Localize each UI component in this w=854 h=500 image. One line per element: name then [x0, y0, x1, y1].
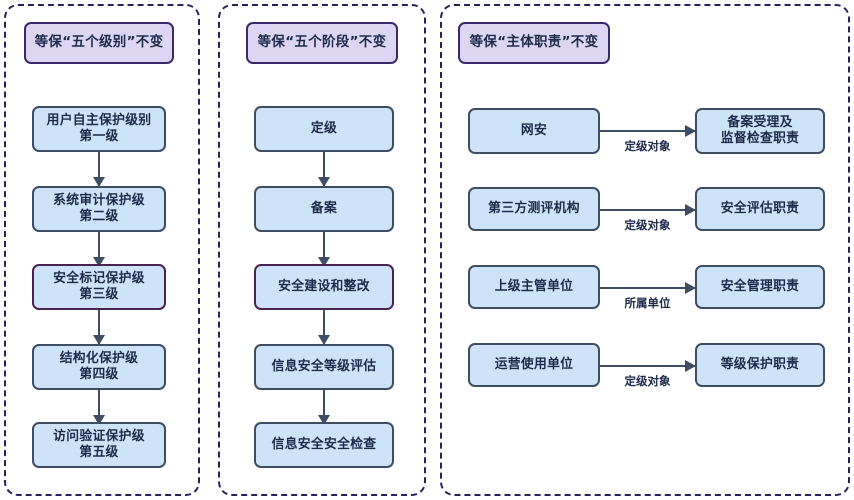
level-arrow-1-2	[98, 152, 100, 186]
level-node-3: 安全标记保护级 第三级	[32, 264, 166, 310]
level-node-2-line2: 第二级	[79, 209, 119, 224]
level-node-4-line2: 第四级	[79, 367, 119, 382]
level-node-4-line1: 结构化保护级	[59, 350, 139, 366]
stage-arrow-1-2	[323, 152, 325, 186]
duty-source-2: 第三方测评机构	[468, 187, 600, 231]
level-node-1: 用户自主保护级别 第一级	[32, 106, 166, 152]
stage-arrow-3-4	[323, 310, 325, 344]
duty-target-2: 安全评估职责	[695, 187, 825, 231]
stage-node-1: 定级	[254, 106, 394, 152]
level-node-3-line1: 安全标记保护级	[53, 270, 145, 286]
level-arrow-4-5	[98, 390, 100, 424]
level-node-3-line2: 第三级	[79, 287, 119, 302]
duty-arrow-1	[600, 130, 695, 132]
stage-node-5-label: 信息安全安全检查	[271, 436, 377, 452]
level-node-1-line2: 第一级	[79, 129, 119, 144]
level-node-5: 访问验证保护级 第五级	[32, 422, 166, 468]
stage-node-3-label: 安全建设和整改	[278, 278, 370, 294]
duty-target-1-line1: 备案受理及	[727, 114, 793, 130]
level-node-5-line1: 访问验证保护级	[53, 428, 145, 444]
duty-source-4-label: 运营使用单位	[494, 356, 574, 372]
panel-duties	[440, 4, 850, 496]
duty-edge-label-1: 定级对象	[624, 139, 671, 153]
duty-source-2-label: 第三方测评机构	[488, 200, 580, 216]
duty-target-3-label: 安全管理职责	[720, 278, 800, 294]
duty-source-3: 上级主管单位	[468, 265, 600, 309]
duty-target-4-label: 等级保护职责	[720, 356, 800, 372]
stage-node-3: 安全建设和整改	[254, 264, 394, 310]
duty-target-4: 等级保护职责	[695, 343, 825, 387]
duty-source-1: 网安	[468, 108, 600, 154]
panel-levels-header: 等保“五个级别”不变	[24, 22, 174, 64]
duty-source-4: 运营使用单位	[468, 343, 600, 387]
level-arrow-2-3	[98, 232, 100, 266]
level-node-2: 系统审计保护级 第二级	[32, 186, 166, 232]
duty-target-1: 备案受理及 监督检查职责	[695, 108, 825, 154]
panel-stages	[218, 4, 426, 496]
panel-duties-header: 等保“主体职责”不变	[458, 22, 610, 64]
panel-levels	[4, 4, 200, 496]
duty-target-3: 安全管理职责	[695, 265, 825, 309]
panel-stages-header: 等保“五个阶段”不变	[246, 22, 398, 64]
level-arrow-3-4	[98, 310, 100, 344]
duty-edge-label-3: 所属单位	[624, 296, 671, 310]
duty-source-3-label: 上级主管单位	[494, 278, 574, 294]
stage-node-5: 信息安全安全检查	[254, 422, 394, 468]
stage-node-4: 信息安全等级评估	[254, 344, 394, 390]
duty-arrow-3	[600, 287, 695, 289]
duty-target-1-line2: 监督检查职责	[720, 131, 800, 146]
stage-node-4-label: 信息安全等级评估	[271, 358, 377, 374]
duty-source-1-label: 网安	[520, 122, 548, 138]
level-node-1-line1: 用户自主保护级别	[46, 112, 152, 128]
stage-node-2: 备案	[254, 186, 394, 232]
stage-node-1-label: 定级	[310, 120, 338, 136]
level-node-5-line2: 第五级	[79, 445, 119, 460]
level-node-2-line1: 系统审计保护级	[53, 192, 145, 208]
duty-edge-label-4: 定级对象	[624, 374, 671, 388]
duty-target-2-label: 安全评估职责	[720, 200, 800, 216]
level-node-4: 结构化保护级 第四级	[32, 344, 166, 390]
duty-edge-label-2: 定级对象	[624, 218, 671, 232]
stage-node-2-label: 备案	[310, 200, 338, 216]
stage-arrow-4-5	[323, 390, 325, 424]
duty-arrow-2	[600, 209, 695, 211]
duty-arrow-4	[600, 365, 695, 367]
stage-arrow-2-3	[323, 232, 325, 266]
